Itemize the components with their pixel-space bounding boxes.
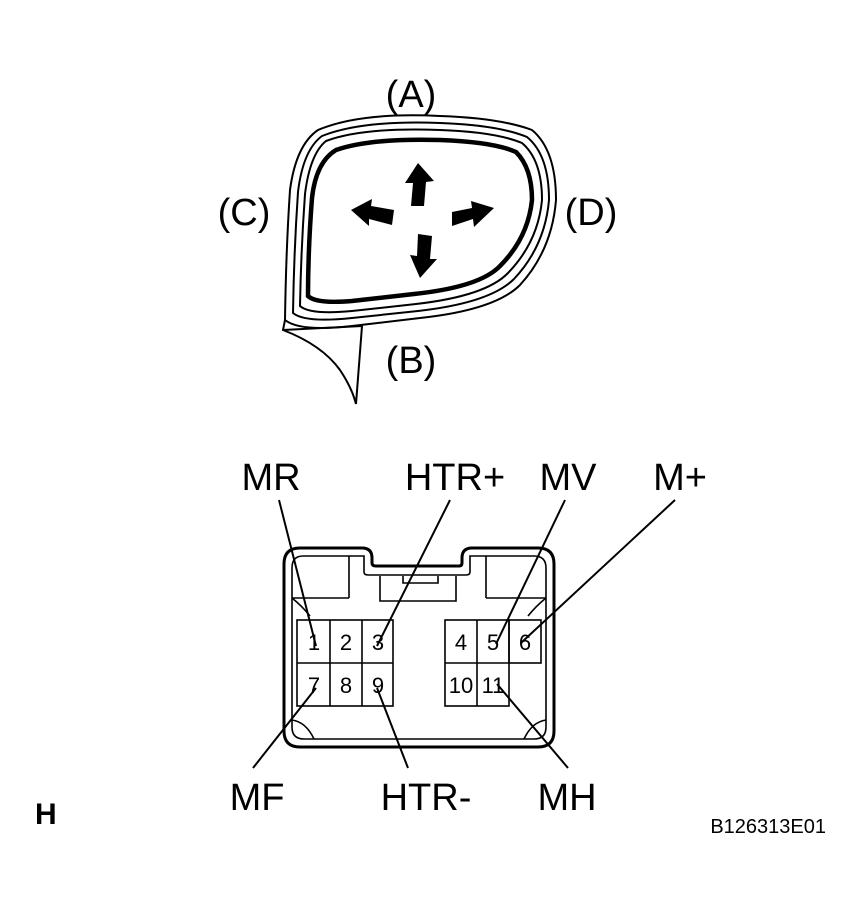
figure-code: B126313E01 [710, 816, 826, 838]
mirror-mount-edge [282, 324, 364, 405]
leader-mf [252, 687, 317, 769]
pin-block-left [296, 619, 394, 707]
mirror-housing-outer [283, 114, 558, 329]
terminal-label-mh: MH [537, 777, 596, 819]
direction-label-c: (C) [218, 192, 271, 234]
connector-corner-tr [527, 597, 547, 617]
mirror-housing-ring-3 [298, 128, 544, 314]
pin-10: 10 [449, 673, 473, 698]
pin-11: 11 [482, 673, 505, 698]
terminal-label-m-plus: M+ [653, 457, 707, 499]
connector-latch [379, 576, 457, 602]
pin-block-right [444, 619, 542, 707]
outside-mirror: (A) (B) (C) (D) [218, 74, 618, 405]
connector-inner-outline [291, 555, 547, 740]
section-letter: H [35, 798, 57, 831]
leader-htr-minus [376, 687, 409, 769]
leader-m-plus [521, 499, 676, 643]
pin-8: 8 [340, 673, 352, 698]
leader-lines [252, 499, 676, 769]
arrow-up-icon [405, 163, 434, 206]
pin-1: 1 [308, 630, 320, 655]
mirror-housing-ring-2 [291, 121, 551, 321]
terminal-label-mf: MF [230, 777, 285, 819]
mirror-glass [305, 137, 535, 305]
pin-6: 6 [519, 630, 531, 655]
direction-label-b: (B) [386, 340, 437, 382]
leader-mr [278, 499, 317, 647]
pin-2: 2 [340, 630, 352, 655]
terminal-label-htr-plus: HTR+ [405, 457, 505, 499]
connector: 1 2 3 4 5 6 7 8 9 10 11 [282, 546, 556, 749]
connector-corner-bl [291, 719, 315, 740]
mirror-mount [281, 319, 357, 405]
pin-4: 4 [455, 630, 467, 655]
pin-9: 9 [372, 673, 384, 698]
arrow-down-icon [410, 234, 437, 278]
leader-htr-plus [376, 499, 451, 647]
pin-7: 7 [308, 673, 320, 698]
leader-mh [496, 683, 569, 769]
direction-label-a: (A) [386, 74, 437, 116]
arrow-left-icon [351, 199, 394, 226]
terminal-label-htr-minus: HTR- [381, 777, 472, 819]
connector-outline [282, 546, 556, 749]
terminal-label-mv: MV [540, 457, 598, 499]
connector-guide-left [292, 556, 350, 599]
direction-label-d: (D) [565, 192, 618, 234]
leader-mv [495, 499, 566, 645]
pin-5: 5 [487, 630, 499, 655]
arrow-right-icon [452, 201, 494, 227]
connector-guide-right [485, 556, 546, 599]
terminal-label-mr: MR [241, 457, 300, 499]
